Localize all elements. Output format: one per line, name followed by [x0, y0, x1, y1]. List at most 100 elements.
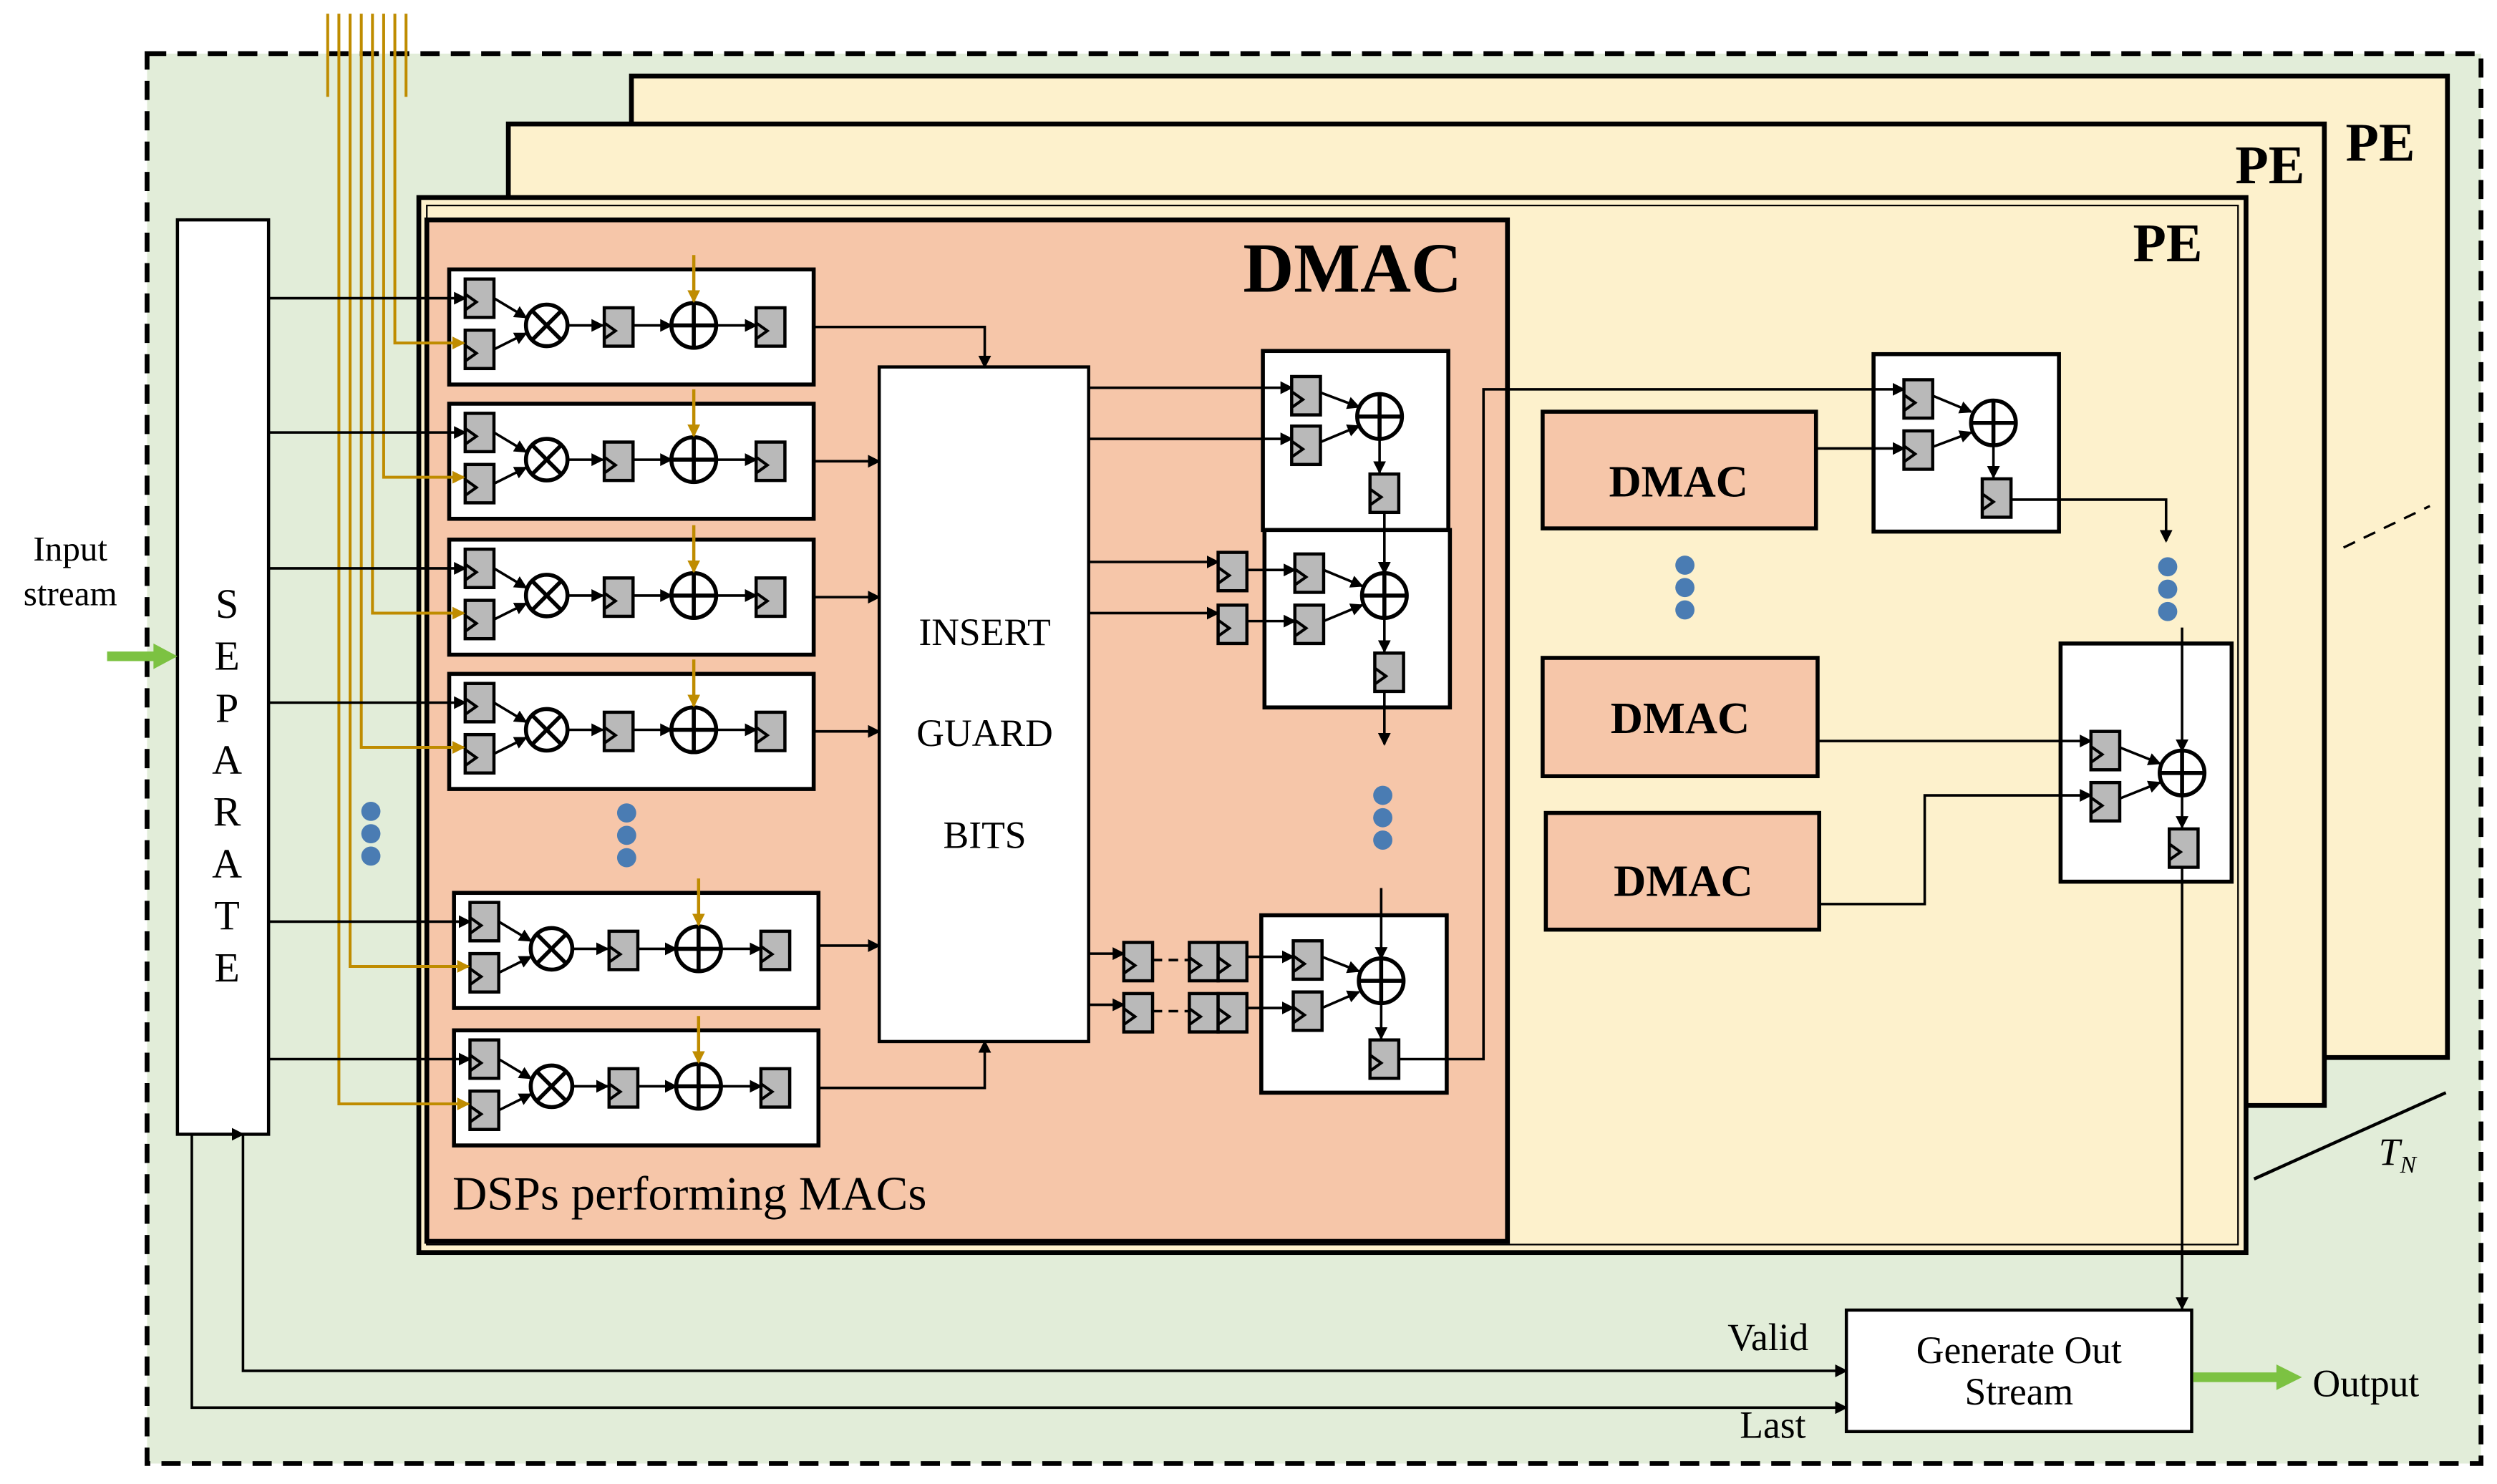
pe-dmac-box-3 [1543, 810, 1821, 932]
dsp-output-wire [818, 1039, 991, 1090]
output-arrow [2193, 1364, 2302, 1390]
separate-letter: P [215, 684, 238, 731]
register-icon [754, 576, 787, 619]
register-icon [759, 929, 792, 971]
tn-line [2253, 1091, 2447, 1181]
register-icon [463, 732, 496, 775]
adder-icon [669, 571, 719, 620]
wire [498, 1057, 533, 1080]
guard-label: GUARD [916, 712, 1053, 755]
multiplier-icon [528, 1063, 575, 1110]
register-icon [754, 710, 787, 752]
continuation-dot [361, 846, 381, 866]
pe-dmac-label-3: DMAC [1614, 856, 1752, 906]
adder-icon [2158, 748, 2207, 797]
output-label: Output [2312, 1362, 2419, 1405]
continuation-dot [1675, 578, 1695, 598]
adder-icon [1359, 571, 1409, 620]
register-icon [1902, 378, 1934, 420]
adder-icon [669, 301, 719, 350]
wire [1932, 394, 1973, 414]
wire [498, 1093, 533, 1112]
continuation-dot [616, 803, 636, 823]
register-icon [607, 929, 640, 971]
weight-wire [359, 14, 465, 754]
register-icon [1902, 429, 1934, 471]
register-icon [1291, 990, 1324, 1032]
register-icon [463, 462, 496, 505]
register-icon [759, 1067, 792, 1109]
dsp-row [452, 1016, 821, 1148]
dmac-title: DMAC [1243, 230, 1462, 308]
multiplier-icon [528, 926, 575, 972]
last-wire [190, 1134, 1848, 1415]
weight-wire [371, 14, 465, 620]
register-icon [1293, 552, 1326, 594]
wire [493, 602, 528, 621]
register-icon [463, 547, 496, 589]
continuation-dot [2158, 557, 2178, 577]
wire [1323, 568, 1364, 588]
wire [493, 297, 528, 319]
register-icon [1188, 991, 1220, 1034]
pe-continuation-dash [2342, 505, 2430, 549]
input-label-line1: Input [33, 529, 107, 568]
wire [1322, 955, 1361, 974]
register-icon [463, 277, 496, 319]
wire [493, 431, 528, 453]
pe-dmac-box-2 [1541, 656, 1820, 779]
generate-label-line1: Generate Out [1916, 1329, 2122, 1372]
separate-letter: E [214, 944, 239, 991]
register-icon [1291, 939, 1324, 981]
wire [493, 737, 528, 755]
register-icon [463, 682, 496, 724]
separate-letter: S [215, 581, 238, 627]
dsp-row [452, 878, 821, 1010]
adder-box [2058, 641, 2234, 884]
separate-letter: A [212, 840, 242, 887]
register-icon [463, 412, 496, 454]
pe-wire [1819, 789, 2093, 906]
register-icon [468, 951, 500, 994]
multiplier-icon [523, 707, 570, 753]
wire [1322, 990, 1361, 1009]
pe-dmac-label-1: DMAC [1609, 456, 1747, 506]
generate-label-line2: Stream [1964, 1370, 2073, 1413]
separate-letter: T [214, 893, 239, 939]
dmac-output-wire [1398, 382, 1906, 1061]
bits-label: BITS [943, 814, 1026, 857]
wire [2119, 746, 2161, 765]
wire [1932, 430, 1973, 448]
adder-icon [669, 435, 719, 485]
multiplier-icon [523, 573, 570, 619]
register-icon [602, 576, 635, 619]
register-icon [602, 710, 635, 752]
register-icon [1368, 1038, 1401, 1080]
register-icon [1122, 941, 1155, 983]
weight-wire [393, 14, 465, 350]
last-label: Last [1740, 1404, 1805, 1447]
weight-wire [337, 14, 470, 1110]
register-icon [1290, 374, 1322, 417]
weight-bus [326, 14, 470, 1110]
separate-block [175, 218, 271, 1136]
pe-label-middle: PE [2235, 135, 2304, 195]
adder-box [1261, 349, 1450, 533]
dsp-row [447, 659, 816, 791]
separate-letter: A [212, 737, 242, 783]
register-icon [754, 440, 787, 482]
weight-wire [382, 14, 465, 484]
register-icon [1980, 477, 2013, 519]
continuation-dot [1373, 830, 1392, 850]
adder-icon [1355, 392, 1405, 441]
register-icon [463, 328, 496, 371]
adder-box [1871, 351, 2061, 534]
adder-box [1259, 888, 1449, 1095]
wire [493, 567, 528, 589]
pe-dmac-label-2: DMAC [1611, 693, 1750, 743]
generate-out-stream-block [1844, 1308, 2193, 1434]
register-icon [1290, 424, 1322, 467]
wire [1323, 603, 1364, 623]
